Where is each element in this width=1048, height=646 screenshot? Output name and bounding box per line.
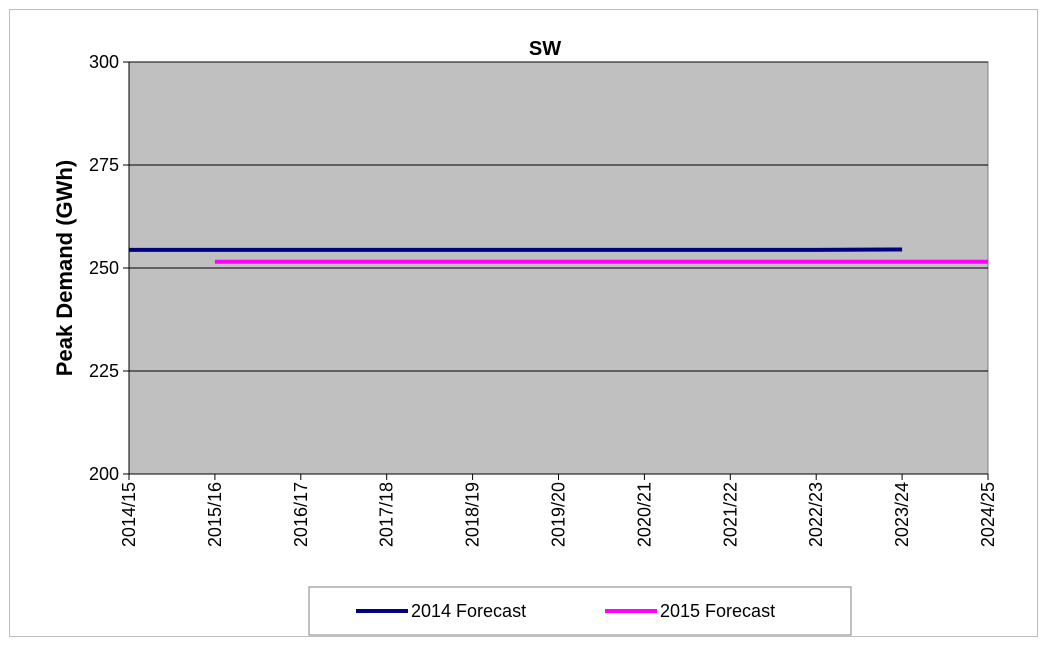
x-tick-label: 2014/15 bbox=[119, 482, 139, 547]
x-tick-label: 2023/24 bbox=[892, 482, 912, 547]
x-tick-label: 2018/19 bbox=[463, 482, 483, 547]
y-axis-label: Peak Demand (GWh) bbox=[52, 160, 77, 376]
x-tick-label: 2019/20 bbox=[549, 482, 569, 547]
y-tick-label: 275 bbox=[89, 155, 119, 175]
x-tick-label: 2021/22 bbox=[720, 482, 740, 547]
chart-title: SW bbox=[529, 38, 561, 60]
legend-label: 2014 Forecast bbox=[411, 601, 526, 621]
x-tick-label: 2024/25 bbox=[978, 482, 998, 547]
x-tick-label: 2015/16 bbox=[205, 482, 225, 547]
gridlines bbox=[129, 61, 988, 372]
series-lines bbox=[129, 247, 988, 264]
y-tick-label: 225 bbox=[89, 361, 119, 381]
legend-label: 2015 Forecast bbox=[660, 601, 775, 621]
x-tick-label: 2016/17 bbox=[291, 482, 311, 547]
x-tick-label: 2022/23 bbox=[806, 482, 826, 547]
x-tick-label: 2017/18 bbox=[377, 482, 397, 547]
x-tick-label: 2020/21 bbox=[634, 482, 654, 547]
y-tick-label: 200 bbox=[89, 464, 119, 484]
legend: 2014 Forecast 2015 Forecast bbox=[308, 586, 852, 636]
axes: 200 225 250 275 300 2014/15 2015/16 2016/17 2017… bbox=[89, 52, 998, 547]
y-tick-label: 300 bbox=[89, 52, 119, 72]
y-tick-label: 250 bbox=[89, 258, 119, 278]
